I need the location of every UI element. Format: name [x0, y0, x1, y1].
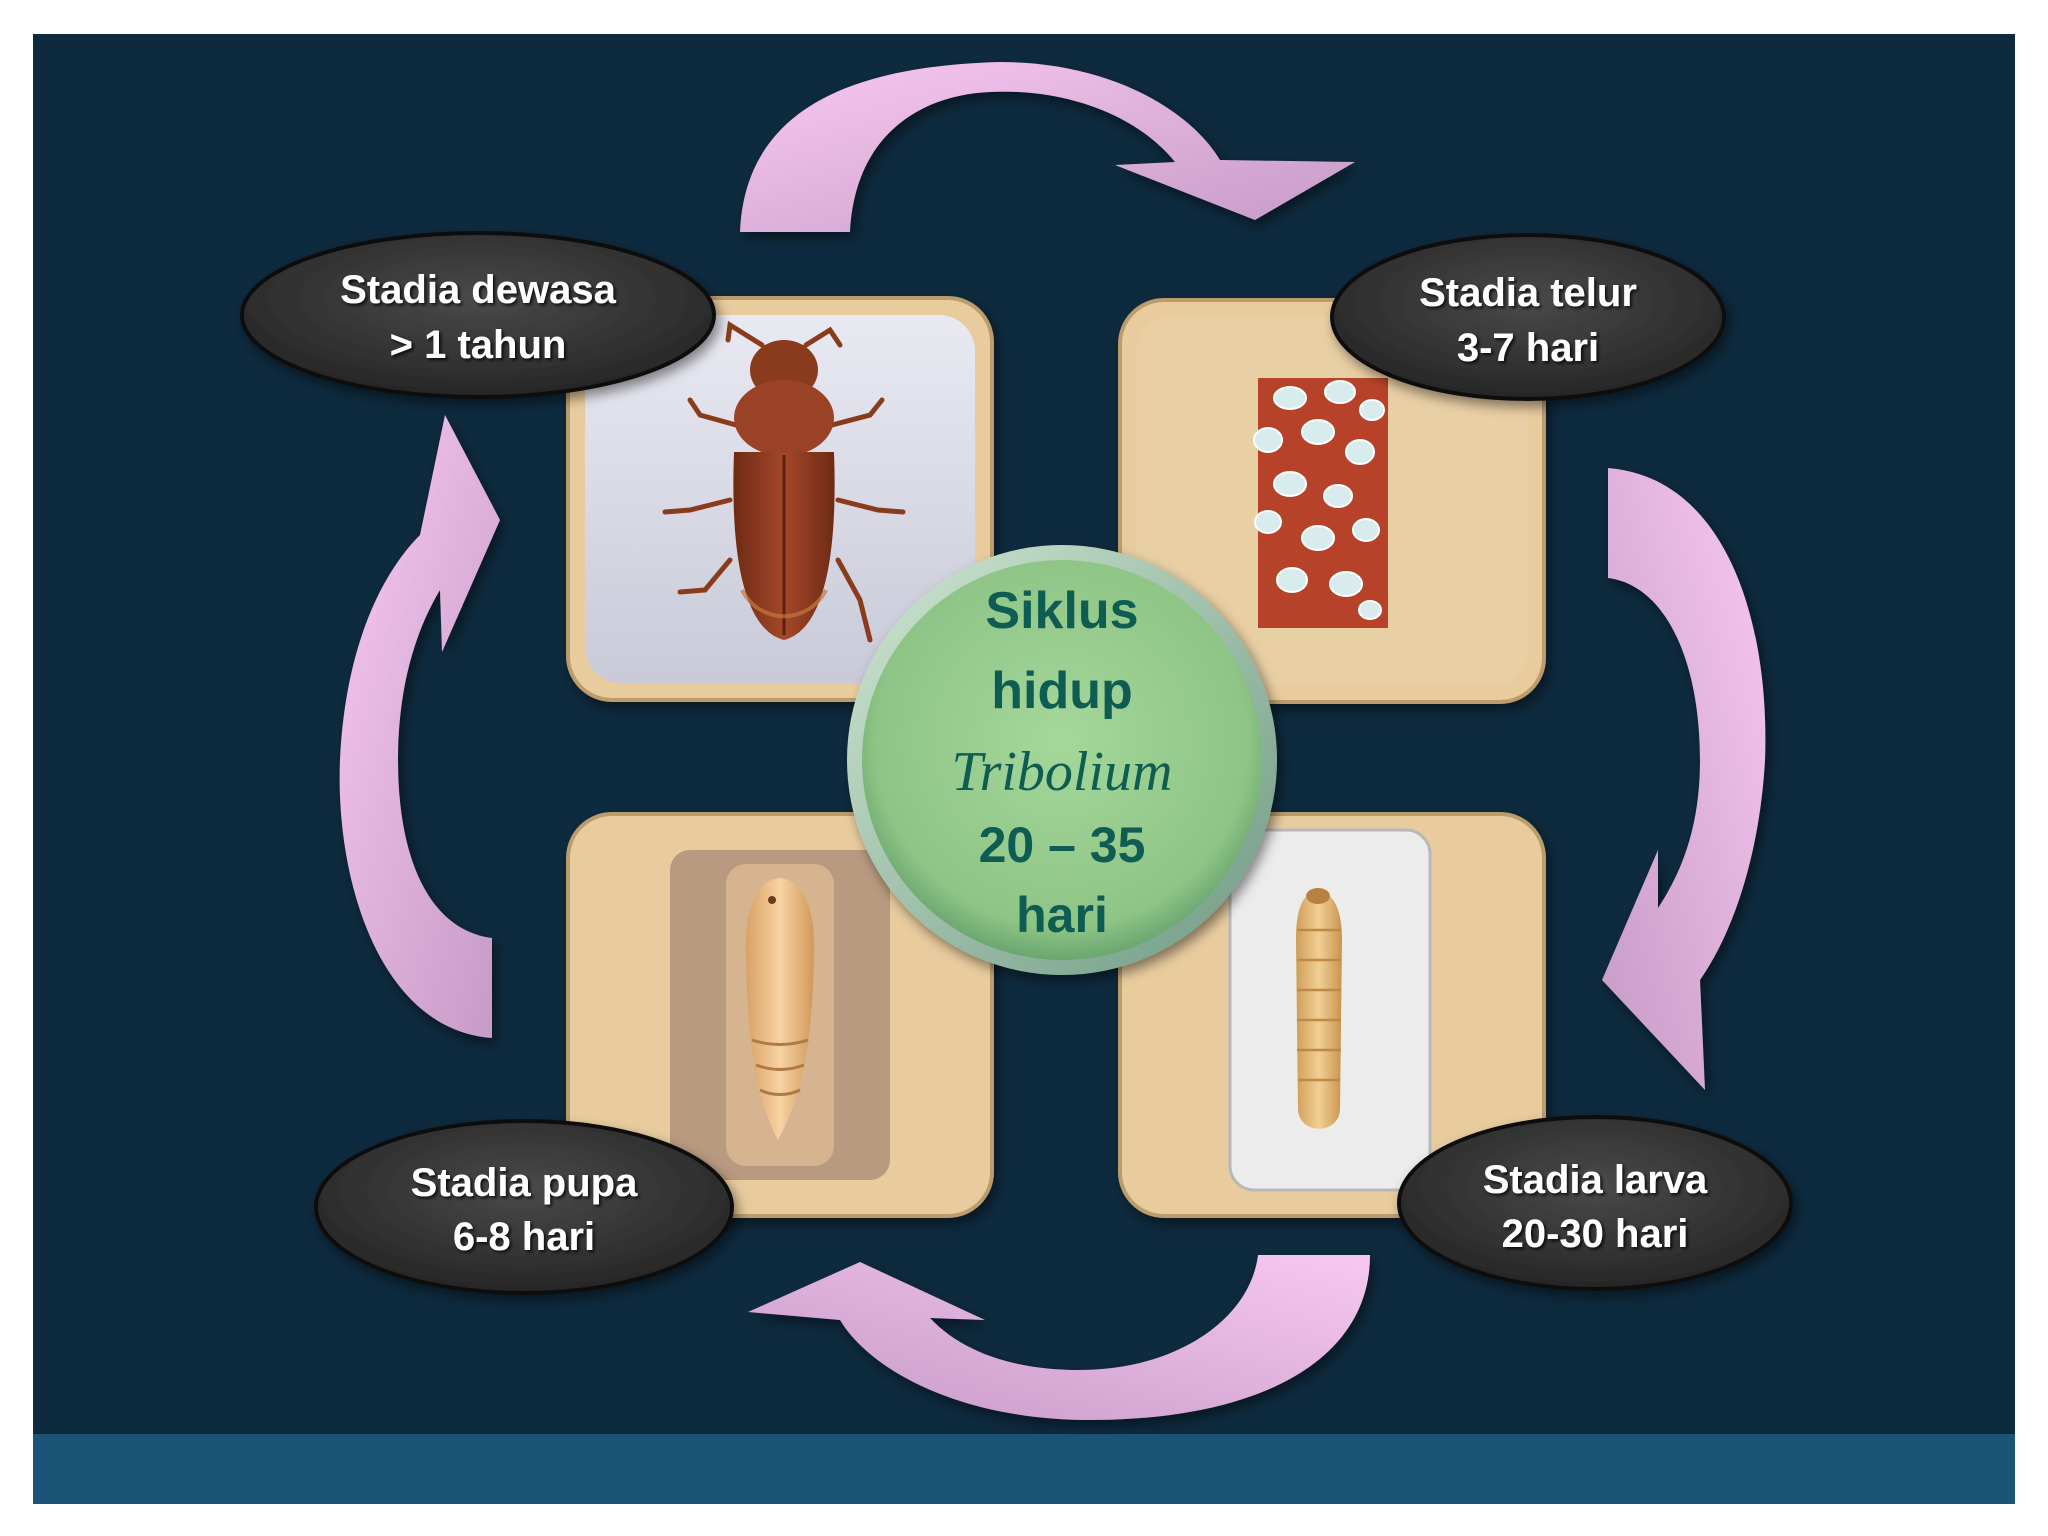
cycle-arrow	[740, 62, 1355, 232]
center-title-line2: hidup	[991, 662, 1133, 720]
stage-name: Stadia dewasa	[340, 268, 616, 312]
pupa-photo	[566, 812, 994, 1218]
center-duration-unit: hari	[1016, 887, 1108, 943]
center-title-line1: Siklus	[985, 582, 1138, 640]
stage-label-telur: Stadia telur 3-7 hari	[1330, 233, 1726, 401]
stage-duration: 20-30 hari	[1502, 1212, 1689, 1256]
cycle-arrow	[339, 415, 500, 1038]
stage-duration: 6-8 hari	[453, 1215, 595, 1259]
larva-photo	[1118, 812, 1546, 1218]
cycle-arrow	[1602, 468, 1766, 1090]
stage-label-pupa: Stadia pupa 6-8 hari	[314, 1119, 734, 1295]
footer-bar	[33, 1434, 2015, 1504]
stage-duration: 3-7 hari	[1457, 326, 1599, 370]
stage-name: Stadia pupa	[411, 1161, 638, 1205]
center-duration: 20 – 35	[979, 817, 1146, 873]
cycle-arrow	[748, 1255, 1370, 1420]
center-circle	[847, 545, 1277, 975]
stage-label-larva: Stadia larva 20-30 hari	[1397, 1115, 1793, 1291]
eggs-photo	[1118, 298, 1546, 704]
center-species-name: Tribolium	[952, 741, 1173, 803]
stage-name: Stadia larva	[1483, 1158, 1708, 1202]
stage-duration: > 1 tahun	[390, 323, 567, 367]
stage-name: Stadia telur	[1419, 271, 1637, 315]
stage-label-dewasa: Stadia dewasa > 1 tahun	[240, 231, 716, 399]
adult-beetle-photo	[566, 296, 994, 702]
